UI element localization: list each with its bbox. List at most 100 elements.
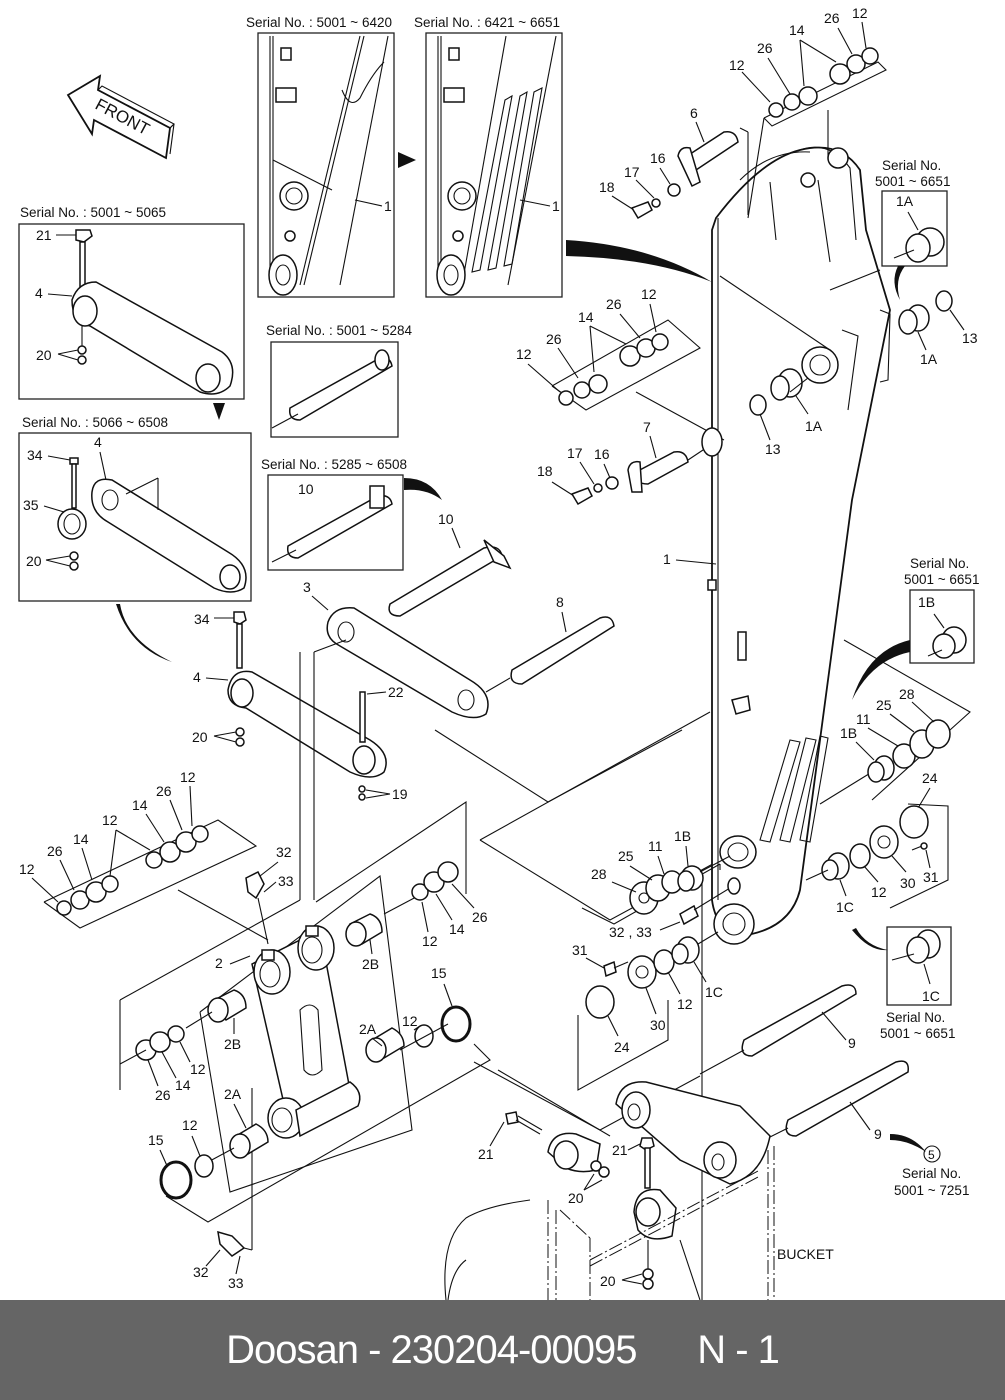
pin-9-upper: 9 xyxy=(699,984,857,1075)
catalog-footer: Doosan - 230204-00095 N - 1 xyxy=(0,1300,1005,1400)
callout-1: 1 xyxy=(552,198,560,214)
callout-13: 13 xyxy=(962,330,978,346)
callout-28: 28 xyxy=(591,866,607,882)
footer-page-ref: N - 1 xyxy=(697,1327,780,1372)
callout-14: 14 xyxy=(73,831,89,847)
callout-20: 20 xyxy=(26,553,42,569)
callout-32: 32 xyxy=(193,1264,209,1280)
callout-26: 26 xyxy=(155,1087,171,1103)
callout-14: 14 xyxy=(789,22,805,38)
callout-14: 14 xyxy=(175,1077,191,1093)
callout-26: 26 xyxy=(472,909,488,925)
serial-arm-old: Serial No. : 5001 ~ 6420 xyxy=(246,15,392,30)
callout-14: 14 xyxy=(132,797,148,813)
arrow-down-icon xyxy=(213,403,225,420)
washer-group-lower-left: 12 26 14 12 14 26 12 xyxy=(19,769,269,941)
callout-1a: 1A xyxy=(920,351,938,367)
arm-new-inset: Serial No. : 6421 ~ 6651 1 xyxy=(414,15,563,298)
callout-18: 18 xyxy=(599,179,615,195)
callout-12: 12 xyxy=(402,1013,418,1029)
callout-21: 21 xyxy=(36,227,52,243)
callout-13: 13 xyxy=(765,441,781,457)
callout-12: 12 xyxy=(852,5,868,21)
callout-11: 11 xyxy=(648,838,663,854)
callout-25: 25 xyxy=(876,697,892,713)
callout-12: 12 xyxy=(871,884,887,900)
bucket-label: BUCKET xyxy=(777,1246,834,1262)
callout-33: 33 xyxy=(278,873,294,889)
callout-2b: 2B xyxy=(224,1036,241,1052)
callout-12: 12 xyxy=(190,1061,206,1077)
callout-1b: 1B xyxy=(840,725,857,741)
footer-brand: Doosan xyxy=(226,1327,359,1372)
link-old-inset: Serial No. : 5001 ~ 5065 21 4 20 xyxy=(18,205,245,400)
arm-old-inset: Serial No. : 5001 ~ 6420 1 xyxy=(246,15,395,298)
callout-14: 14 xyxy=(578,309,594,325)
callout-4: 4 xyxy=(35,285,43,301)
callout-12: 12 xyxy=(516,346,532,362)
callout-21: 21 xyxy=(478,1146,494,1162)
serial-link-old: Serial No. : 5001 ~ 5065 xyxy=(20,205,166,220)
link-2-right-parts: 2B 12 14 26 15 12 2A xyxy=(345,861,488,1063)
serial-1c-title: Serial No. xyxy=(886,1010,945,1025)
callout-30: 30 xyxy=(900,875,916,891)
link-new-inset: Serial No. : 5066 ~ 6508 34 4 35 20 xyxy=(18,415,252,602)
callout-26: 26 xyxy=(606,296,622,312)
callout-26: 26 xyxy=(546,331,562,347)
callout-12: 12 xyxy=(102,812,118,828)
callout-6: 6 xyxy=(690,105,698,121)
bush-1a-inset: Serial No. 5001 ~ 6651 1A 1A 13 1A 13 xyxy=(749,158,978,457)
callout-9: 9 xyxy=(848,1035,856,1051)
pin-7-group: 7 16 17 18 xyxy=(537,419,723,506)
callout-20: 20 xyxy=(192,729,208,745)
bottom-bearing-group: 31 30 12 1C 24 xyxy=(572,931,723,1091)
callout-2: 2 xyxy=(215,955,223,971)
callout-2b: 2B xyxy=(362,956,379,972)
callout-22: 22 xyxy=(388,684,404,700)
callout-20: 20 xyxy=(36,347,52,363)
callout-11: 11 xyxy=(856,711,871,727)
arm-body: 1 xyxy=(663,146,891,945)
callout-1b: 1B xyxy=(918,594,935,610)
callout-12: 12 xyxy=(182,1117,198,1133)
callout-1: 1 xyxy=(663,551,671,567)
serial-1b-range: 5001 ~ 6651 xyxy=(904,572,979,587)
callout-1c: 1C xyxy=(922,988,940,1004)
callout-12: 12 xyxy=(19,861,35,877)
link-4: 34 4 20 22 19 xyxy=(192,611,408,802)
callout-12: 12 xyxy=(641,286,657,302)
right-bearing-group: 1B 11 25 28 24 1C 12 30 31 xyxy=(805,639,971,951)
callout-26: 26 xyxy=(47,843,63,859)
callout-32: 32 xyxy=(276,844,292,860)
pin-6-group: 6 16 17 18 xyxy=(599,105,749,220)
callout-28: 28 xyxy=(899,686,915,702)
callout-1c: 1C xyxy=(836,899,854,915)
serial-pin-new: Serial No. : 5285 ~ 6508 xyxy=(261,457,407,472)
callout-17: 17 xyxy=(567,445,583,461)
serial-link-new: Serial No. : 5066 ~ 6508 xyxy=(22,415,168,430)
callout-31: 31 xyxy=(923,869,939,885)
callout-4: 4 xyxy=(94,434,102,450)
callout-1: 1 xyxy=(384,198,392,214)
washer-group-mid: 12 26 14 26 12 xyxy=(516,286,725,441)
callout-25: 25 xyxy=(618,848,634,864)
callout-24: 24 xyxy=(614,1039,630,1055)
callout-34: 34 xyxy=(194,611,210,627)
callout-1a: 1A xyxy=(896,193,914,209)
footer-part-number: 230204-00095 xyxy=(390,1327,638,1372)
callout-30: 30 xyxy=(650,1017,666,1033)
callout-2a: 2A xyxy=(359,1021,377,1037)
curved-arrow-icon xyxy=(404,478,442,500)
callout-20: 20 xyxy=(600,1273,616,1289)
serial-1a-range: 5001 ~ 6651 xyxy=(875,174,950,189)
serial-1c-range: 5001 ~ 6651 xyxy=(880,1026,955,1041)
callout-26: 26 xyxy=(824,10,840,26)
callout-16: 16 xyxy=(594,446,610,462)
callout-4: 4 xyxy=(193,669,201,685)
grease-fitting-bottom: 32 33 xyxy=(193,1230,253,1291)
callout-1a: 1A xyxy=(805,418,823,434)
front-arrow-icon: FRONT xyxy=(66,74,175,160)
link-2-left-parts: 2B 12 14 26 2A 12 15 xyxy=(119,989,269,1200)
bush-1c-inset: 1C Serial No. 5001 ~ 6651 xyxy=(880,926,955,1041)
callout-12: 12 xyxy=(677,996,693,1012)
